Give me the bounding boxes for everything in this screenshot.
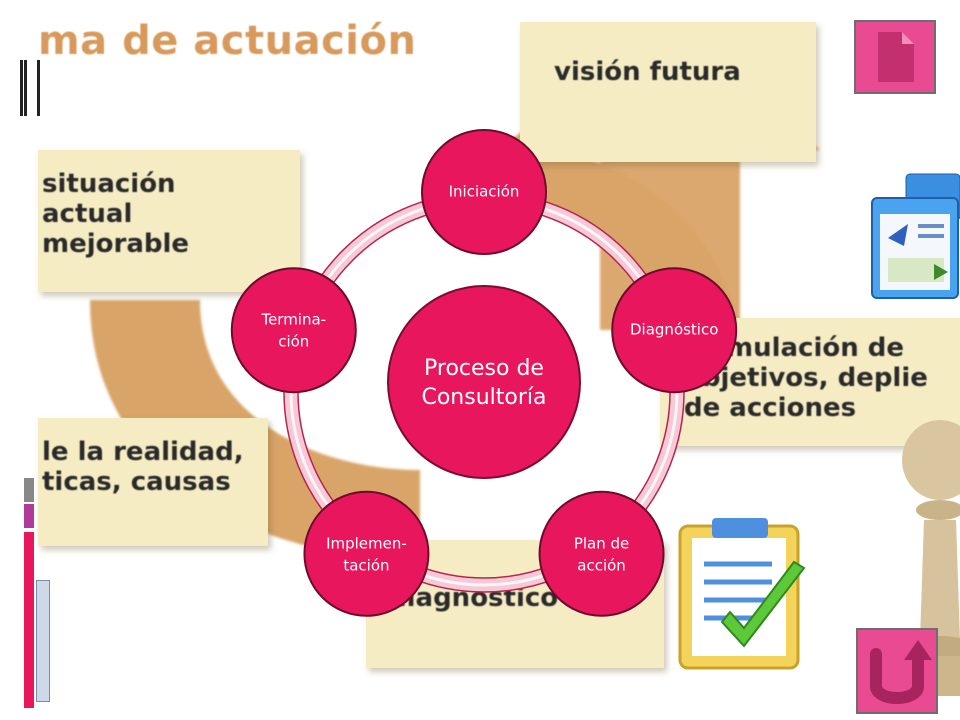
left-bar-gray [24,478,34,502]
box-vision-text: visión futura [554,57,741,87]
cycle-node-label2-implementacion: tación [343,556,389,574]
cycle-node-label-iniciacion: Iniciación [449,183,520,201]
cycle-node-circle-terminacion [230,267,357,394]
cycle-node-iniciacion: Iniciación [421,129,547,255]
box-realidad-text: le la realidad, ticas, causas [42,437,244,497]
cycle-node-label2-terminacion: ción [278,333,309,351]
box-vision: visión futura [520,22,816,162]
center-node: Proceso de Consultoría [387,285,581,479]
cycle-node-circle-diagnostico [611,267,738,394]
center-label-line1: Proceso de [424,356,544,381]
box-realidad: le la realidad, ticas, causas [38,418,268,546]
cycle-node-circle-implementacion [303,490,430,617]
cycle-node-plan: Plan de acción [538,490,665,617]
center-circle [387,285,581,479]
cycle-node-label-plan: Plan de [574,534,629,552]
cycle-node-implementacion: Implemen-tación [303,490,430,617]
window-graphic [871,173,960,299]
left-bar-purple [24,504,34,528]
document-icon [878,32,914,82]
return-icon [870,640,932,704]
cycle-node-terminacion: Termina-ción [230,267,357,394]
chess-pawn-graphic [898,420,960,696]
box-situacion-text: situación actual mejorable [42,169,190,259]
cycle-node-circle-iniciacion [421,129,547,255]
cycle-node-label2-plan: acción [577,556,626,574]
left-bar-blue [36,580,50,702]
center-label-line2: Consultoría [421,385,546,410]
return-button[interactable] [856,628,938,714]
left-bar-pink [24,532,34,708]
clipboard-check-graphic [678,518,806,670]
background-title: ma de actuación [38,18,417,64]
cycle-node-diagnostico: Diagnóstico [611,267,738,394]
cycle-node-label-implementacion: Implemen- [326,534,407,552]
cycle-node-circle-plan [538,490,665,617]
document-button[interactable] [854,20,936,94]
cycle-node-label-terminacion: Termina- [260,311,326,329]
left-bar-top-inner [24,60,27,116]
cycle-node-label-diagnostico: Diagnóstico [630,321,718,339]
box-situacion: situación actual mejorable [38,150,300,292]
